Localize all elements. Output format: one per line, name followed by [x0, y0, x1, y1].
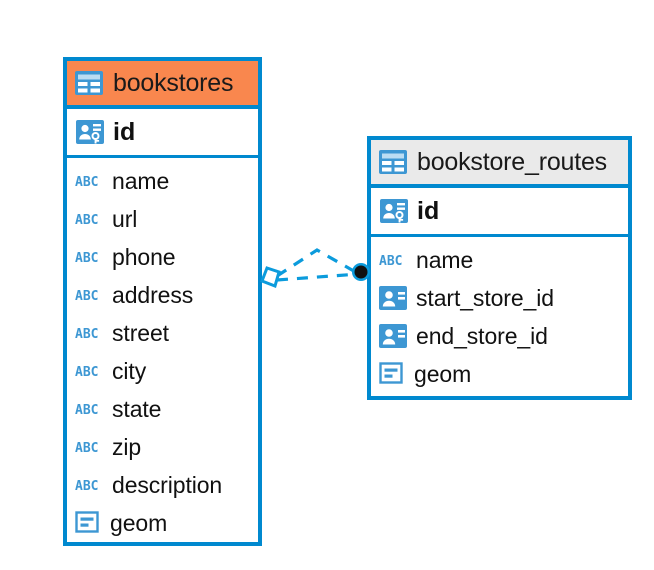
field-label: geom: [110, 509, 168, 536]
text-type-icon: ABC: [75, 286, 103, 304]
text-type-icon: ABC: [75, 172, 103, 190]
field-label: id: [417, 196, 440, 225]
field-row-description[interactable]: ABC description: [67, 466, 258, 504]
field-label: geom: [414, 360, 472, 387]
field-label: state: [112, 395, 162, 422]
text-type-icon: ABC: [75, 248, 103, 266]
field-list-bookstores: ABC name ABC url ABC pho: [67, 158, 258, 542]
relationship-line-lower: [276, 272, 360, 282]
field-row-geom[interactable]: geom: [371, 355, 628, 393]
field-label: id: [113, 117, 136, 146]
relationship-line-upper: [276, 248, 360, 278]
field-row-name[interactable]: ABC name: [371, 241, 628, 279]
field-label: zip: [112, 433, 142, 460]
relationship-circle-marker: [354, 265, 368, 279]
field-label: phone: [112, 243, 176, 270]
text-type-icon: ABC: [75, 400, 103, 418]
svg-text:ABC: ABC: [75, 175, 98, 190]
svg-text:ABC: ABC: [75, 479, 98, 494]
field-row-primary-key[interactable]: id: [371, 188, 628, 237]
text-type-icon: ABC: [75, 324, 103, 342]
svg-text:ABC: ABC: [379, 254, 402, 269]
field-label: end_store_id: [416, 322, 548, 349]
field-row-phone[interactable]: ABC phone: [67, 238, 258, 276]
text-type-icon: ABC: [75, 438, 103, 456]
foreign-key-icon: [379, 323, 407, 349]
field-label: name: [112, 167, 170, 194]
svg-text:ABC: ABC: [75, 441, 98, 456]
field-label: city: [112, 357, 147, 384]
field-row-street[interactable]: ABC street: [67, 314, 258, 352]
text-type-icon: ABC: [75, 362, 103, 380]
field-label: street: [112, 319, 169, 346]
field-row-name[interactable]: ABC name: [67, 162, 258, 200]
field-row-url[interactable]: ABC url: [67, 200, 258, 238]
field-row-city[interactable]: ABC city: [67, 352, 258, 390]
entity-header-bookstores[interactable]: bookstores: [67, 61, 258, 109]
primary-key-icon: [379, 196, 409, 226]
entity-header-bookstore-routes[interactable]: bookstore_routes: [371, 140, 628, 188]
relationship-diamond-marker: [260, 266, 281, 288]
relationship-connector[interactable]: [255, 238, 375, 310]
entity-title: bookstores: [113, 68, 234, 97]
svg-text:ABC: ABC: [75, 213, 98, 228]
text-type-icon: ABC: [379, 251, 407, 269]
table-icon: [379, 150, 407, 174]
text-type-icon: ABC: [75, 476, 103, 494]
svg-text:ABC: ABC: [75, 327, 98, 342]
field-row-primary-key[interactable]: id: [67, 109, 258, 158]
field-label: address: [112, 281, 194, 308]
field-label: description: [112, 471, 223, 498]
field-label: name: [416, 246, 474, 273]
field-label: start_store_id: [416, 284, 554, 311]
primary-key-icon: [75, 117, 105, 147]
entity-bookstores[interactable]: bookstores id: [63, 57, 262, 546]
field-list-bookstore-routes: ABC name start_store_id: [371, 237, 628, 393]
svg-text:ABC: ABC: [75, 251, 98, 266]
entity-title: bookstore_routes: [417, 147, 607, 176]
text-type-icon: ABC: [75, 210, 103, 228]
svg-text:ABC: ABC: [75, 365, 98, 380]
geometry-type-icon: [379, 361, 405, 387]
field-row-end-store-id[interactable]: end_store_id: [371, 317, 628, 355]
field-label: url: [112, 205, 138, 232]
field-row-start-store-id[interactable]: start_store_id: [371, 279, 628, 317]
svg-text:ABC: ABC: [75, 403, 98, 418]
geometry-type-icon: [75, 510, 101, 536]
field-row-state[interactable]: ABC state: [67, 390, 258, 428]
foreign-key-icon: [379, 285, 407, 311]
table-icon: [75, 71, 103, 95]
field-row-zip[interactable]: ABC zip: [67, 428, 258, 466]
field-row-geom[interactable]: geom: [67, 504, 258, 542]
svg-text:ABC: ABC: [75, 289, 98, 304]
field-row-address[interactable]: ABC address: [67, 276, 258, 314]
entity-bookstore-routes[interactable]: bookstore_routes id: [367, 136, 632, 400]
